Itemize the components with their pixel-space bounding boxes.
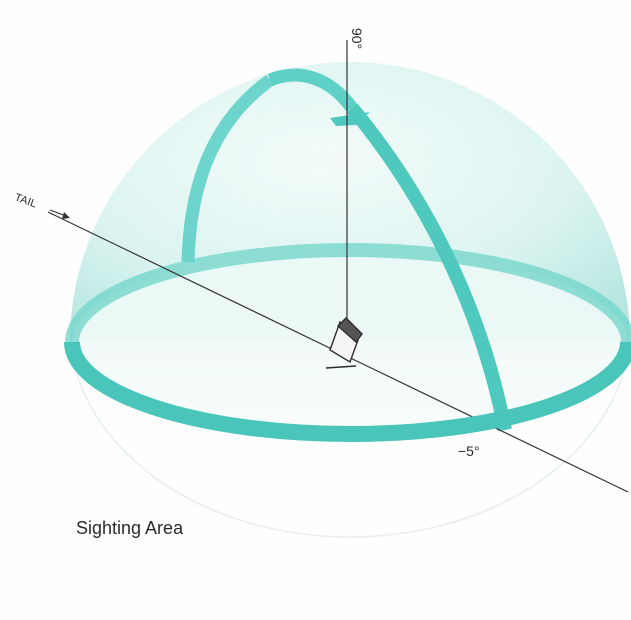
zenith-marker — [330, 112, 372, 126]
minus-five-label: −5° — [458, 443, 480, 459]
tail-arrow-icon — [49, 209, 70, 219]
horizon-band-back — [65, 243, 631, 343]
zenith-label: 90° — [349, 28, 365, 49]
sighting-instrument-icon — [325, 317, 363, 369]
caption-sighting-area: Sighting Area — [76, 518, 184, 538]
crown-arc — [267, 68, 358, 112]
tail-label: TAIL — [13, 192, 38, 211]
meridian-arc-left — [181, 74, 274, 263]
horizon-band-front — [64, 341, 631, 442]
meridian-arc-right — [346, 103, 512, 432]
lower-hemisphere-outline — [71, 351, 629, 538]
